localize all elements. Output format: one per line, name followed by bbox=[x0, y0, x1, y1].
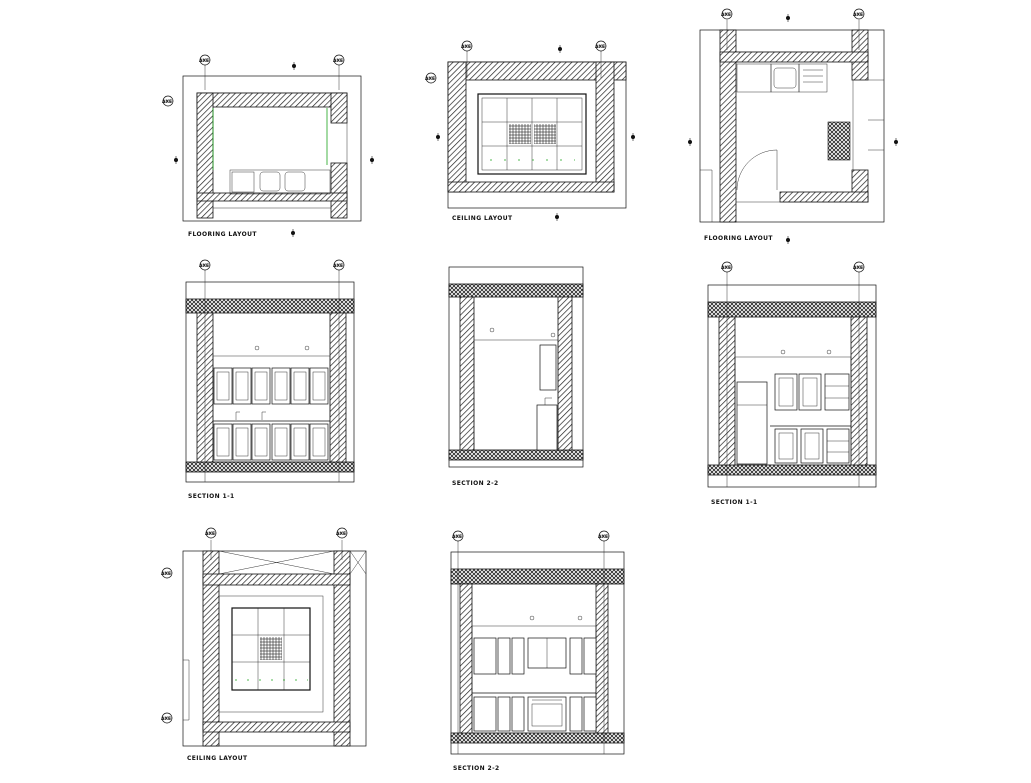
axe-label: AXE bbox=[452, 534, 462, 540]
axe-label: AXE bbox=[205, 531, 215, 537]
drawing-caption: CEILING LAYOUT bbox=[187, 755, 248, 762]
drawing-section-1-1-a: AXE AXE SECTION 1-1 bbox=[185, 259, 355, 500]
drawing-caption: SECTION 2-2 bbox=[452, 480, 499, 487]
drawing-caption: CEILING LAYOUT bbox=[452, 215, 513, 222]
drawing-caption: SECTION 1-1 bbox=[188, 493, 235, 500]
drawing-section-1-1-b: AXE AXE SECTION 1-1 bbox=[707, 261, 877, 506]
axe-label: AXE bbox=[461, 44, 471, 50]
axe-label: AXE bbox=[161, 716, 171, 722]
axe-label: AXE bbox=[199, 58, 209, 64]
drawing-section-2-2-a: SECTION 2-2 bbox=[448, 266, 584, 487]
drawing-ceiling-layout-2: AXE AXE AXE AXE CEILING LAYOUT bbox=[161, 527, 367, 762]
drawing-caption: SECTION 2-2 bbox=[453, 765, 500, 772]
drawing-flooring-layout-2: AXE AXE FLOORING LAYOUT bbox=[687, 8, 899, 245]
axe-label: AXE bbox=[721, 265, 731, 271]
axe-label: AXE bbox=[853, 12, 863, 18]
drawing-caption: FLOORING LAYOUT bbox=[704, 235, 773, 242]
axe-label: AXE bbox=[162, 99, 172, 105]
drawing-section-2-2-b: AXE AXE SECTION 2-2 bbox=[450, 530, 625, 772]
drawing-flooring-layout-1: AXE AXE AXE FLOORING LAYOUT bbox=[162, 54, 375, 238]
axe-label: AXE bbox=[161, 571, 171, 577]
axe-label: AXE bbox=[595, 44, 605, 50]
axe-label: AXE bbox=[721, 12, 731, 18]
axe-label: AXE bbox=[598, 534, 608, 540]
axe-label: AXE bbox=[199, 263, 209, 269]
axe-label: AXE bbox=[425, 76, 435, 82]
axe-label: AXE bbox=[336, 531, 346, 537]
axe-label: AXE bbox=[333, 263, 343, 269]
drawing-caption: FLOORING LAYOUT bbox=[188, 231, 257, 238]
drawing-ceiling-layout-1: AXE AXE AXE CEILING LAYOUT bbox=[425, 40, 636, 222]
axe-label: AXE bbox=[333, 58, 343, 64]
drawing-caption: SECTION 1-1 bbox=[711, 499, 758, 506]
axe-label: AXE bbox=[853, 265, 863, 271]
